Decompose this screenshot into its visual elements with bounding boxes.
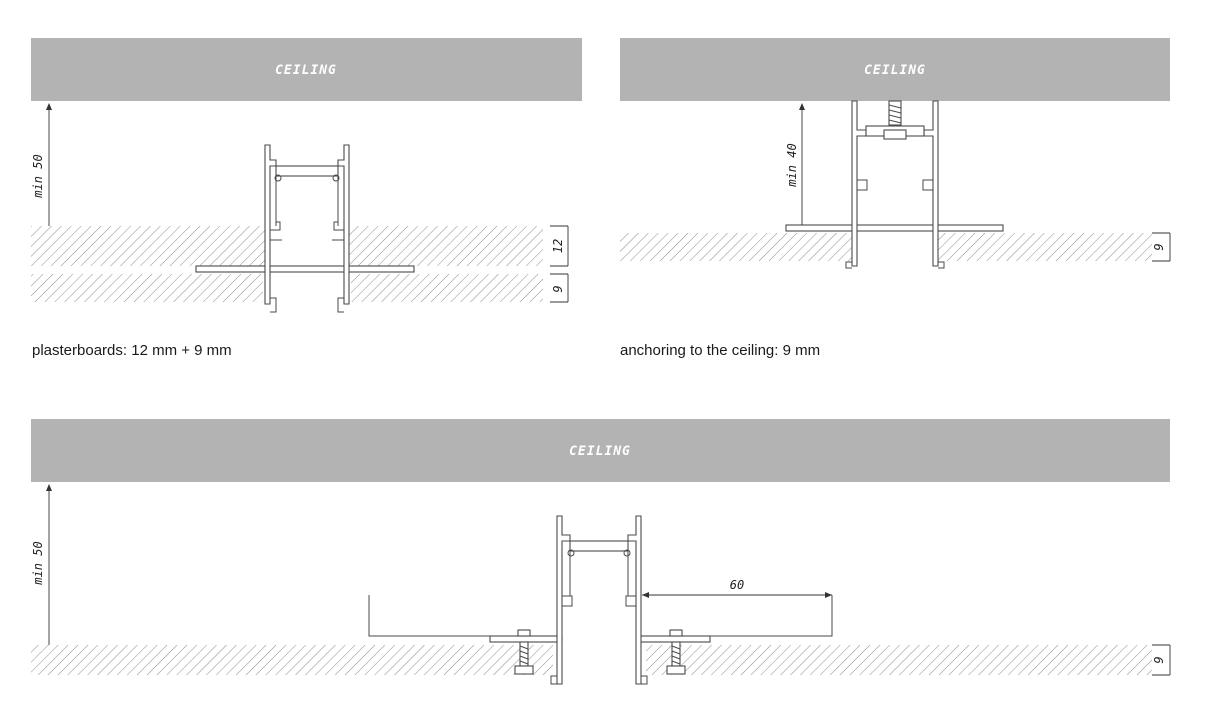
panel-anchoring: CEILING min 40 9 bbox=[0, 0, 1215, 320]
screw-right bbox=[666, 629, 686, 675]
plasterboard-bottom-right bbox=[351, 274, 543, 302]
board-left bbox=[31, 645, 553, 675]
dim-min-height: min 50 bbox=[31, 541, 45, 585]
plasterboard-top-right bbox=[347, 226, 543, 266]
profile-flange-left bbox=[489, 635, 563, 643]
profile-flange-right bbox=[637, 635, 711, 643]
dim-min-height: min 50 bbox=[31, 154, 45, 198]
track-profile bbox=[550, 515, 648, 685]
plasterboard-top-left bbox=[31, 226, 267, 266]
profile-flange bbox=[785, 224, 1004, 232]
dim-board: 9 bbox=[1152, 243, 1166, 250]
board-left bbox=[620, 233, 854, 261]
plasterboard-bottom-left bbox=[31, 274, 263, 302]
caption-anchoring: anchoring to the ceiling: 9 mm bbox=[620, 342, 821, 359]
board-right bbox=[646, 645, 1152, 675]
profile-flange bbox=[195, 265, 415, 273]
ceiling-slab bbox=[620, 38, 1170, 101]
track-profile bbox=[264, 144, 350, 313]
dim-board: 9 bbox=[1152, 656, 1166, 663]
panel-plasterboard: CEILING min 50 bbox=[0, 0, 600, 320]
ceiling-label: CEILING bbox=[275, 63, 337, 78]
board-right bbox=[938, 233, 1152, 261]
screw-left bbox=[514, 629, 534, 675]
anchoring-diagram: CEILING min 40 9 bbox=[620, 38, 1171, 269]
plasterboard-diagram: CEILING min 50 bbox=[31, 38, 582, 313]
caption-plasterboard: plasterboards: 12 mm + 9 mm bbox=[32, 342, 232, 359]
ceiling-slab bbox=[31, 38, 582, 101]
dim-board-top: 12 bbox=[551, 239, 565, 253]
dim-min-height: min 40 bbox=[785, 143, 799, 187]
ceiling-slab bbox=[31, 419, 1170, 482]
dim-flange-width: 60 bbox=[730, 578, 744, 592]
ceiling-label: CEILING bbox=[864, 63, 926, 78]
anchor-screw bbox=[883, 100, 907, 140]
dim-board-bottom: 9 bbox=[551, 285, 565, 292]
ceiling-label: CEILING bbox=[569, 444, 631, 459]
